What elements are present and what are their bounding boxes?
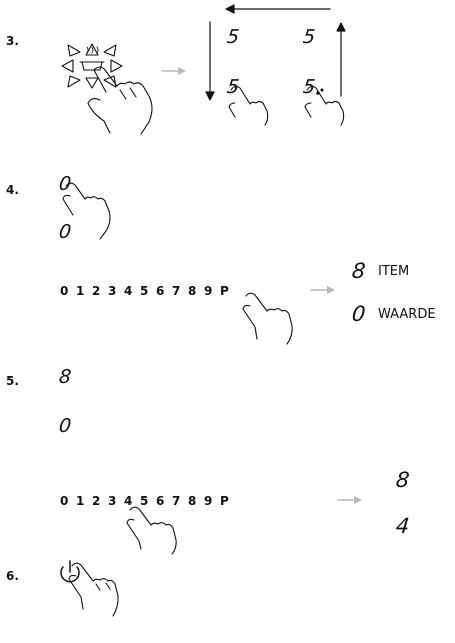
digit-key[interactable]: 2 [92, 284, 101, 298]
digit-key[interactable]: 2 [92, 494, 101, 508]
digit-key[interactable]: 5 [140, 284, 149, 298]
digit-key[interactable]: 7 [172, 284, 181, 298]
arrow-right-icon [161, 67, 186, 75]
digit-key[interactable]: 8 [188, 284, 197, 298]
heat-control-icon[interactable] [61, 43, 123, 89]
digit-key[interactable]: 9 [204, 284, 213, 298]
digit-key[interactable]: P [220, 284, 229, 298]
digit-key[interactable]: 6 [156, 284, 165, 298]
power-button-icon[interactable] [60, 560, 80, 583]
digit-key[interactable]: 1 [76, 284, 85, 298]
digit-key[interactable]: 5 [140, 494, 149, 508]
step-number-4: 4. [6, 183, 19, 197]
digit-key[interactable]: 8 [188, 494, 197, 508]
digit-key[interactable]: 9 [204, 494, 213, 508]
pointing-hand-icon [242, 292, 293, 345]
digit-key[interactable]: 0 [60, 284, 69, 298]
digit-key[interactable]: 1 [76, 494, 85, 508]
item-label: ITEM [378, 264, 410, 279]
step-number-6: 6. [6, 569, 19, 583]
pointing-hand-icon [304, 85, 345, 126]
digit-key[interactable]: 3 [108, 284, 117, 298]
waarde-label: WAARDE [378, 307, 436, 322]
pointing-hand-icon [68, 562, 119, 617]
step-number-3: 3. [6, 34, 19, 48]
digit-key[interactable]: P [220, 494, 229, 508]
step-number-5: 5. [6, 374, 19, 388]
pointing-hand-icon [62, 182, 111, 240]
arrow-right-icon [337, 496, 362, 504]
arrow-right-icon [310, 286, 335, 294]
digit-key[interactable]: 7 [172, 494, 181, 508]
pointing-hand-icon [228, 85, 269, 126]
digit-key[interactable]: 6 [156, 494, 165, 508]
digit-key[interactable]: 3 [108, 494, 117, 508]
digit-key[interactable]: 4 [124, 494, 133, 508]
direction-arrows [205, 4, 346, 101]
pointing-hand-icon [87, 66, 153, 135]
digit-key[interactable]: 0 [60, 494, 69, 508]
pointing-hand-icon [126, 506, 177, 555]
digit-key[interactable]: 4 [124, 284, 133, 298]
